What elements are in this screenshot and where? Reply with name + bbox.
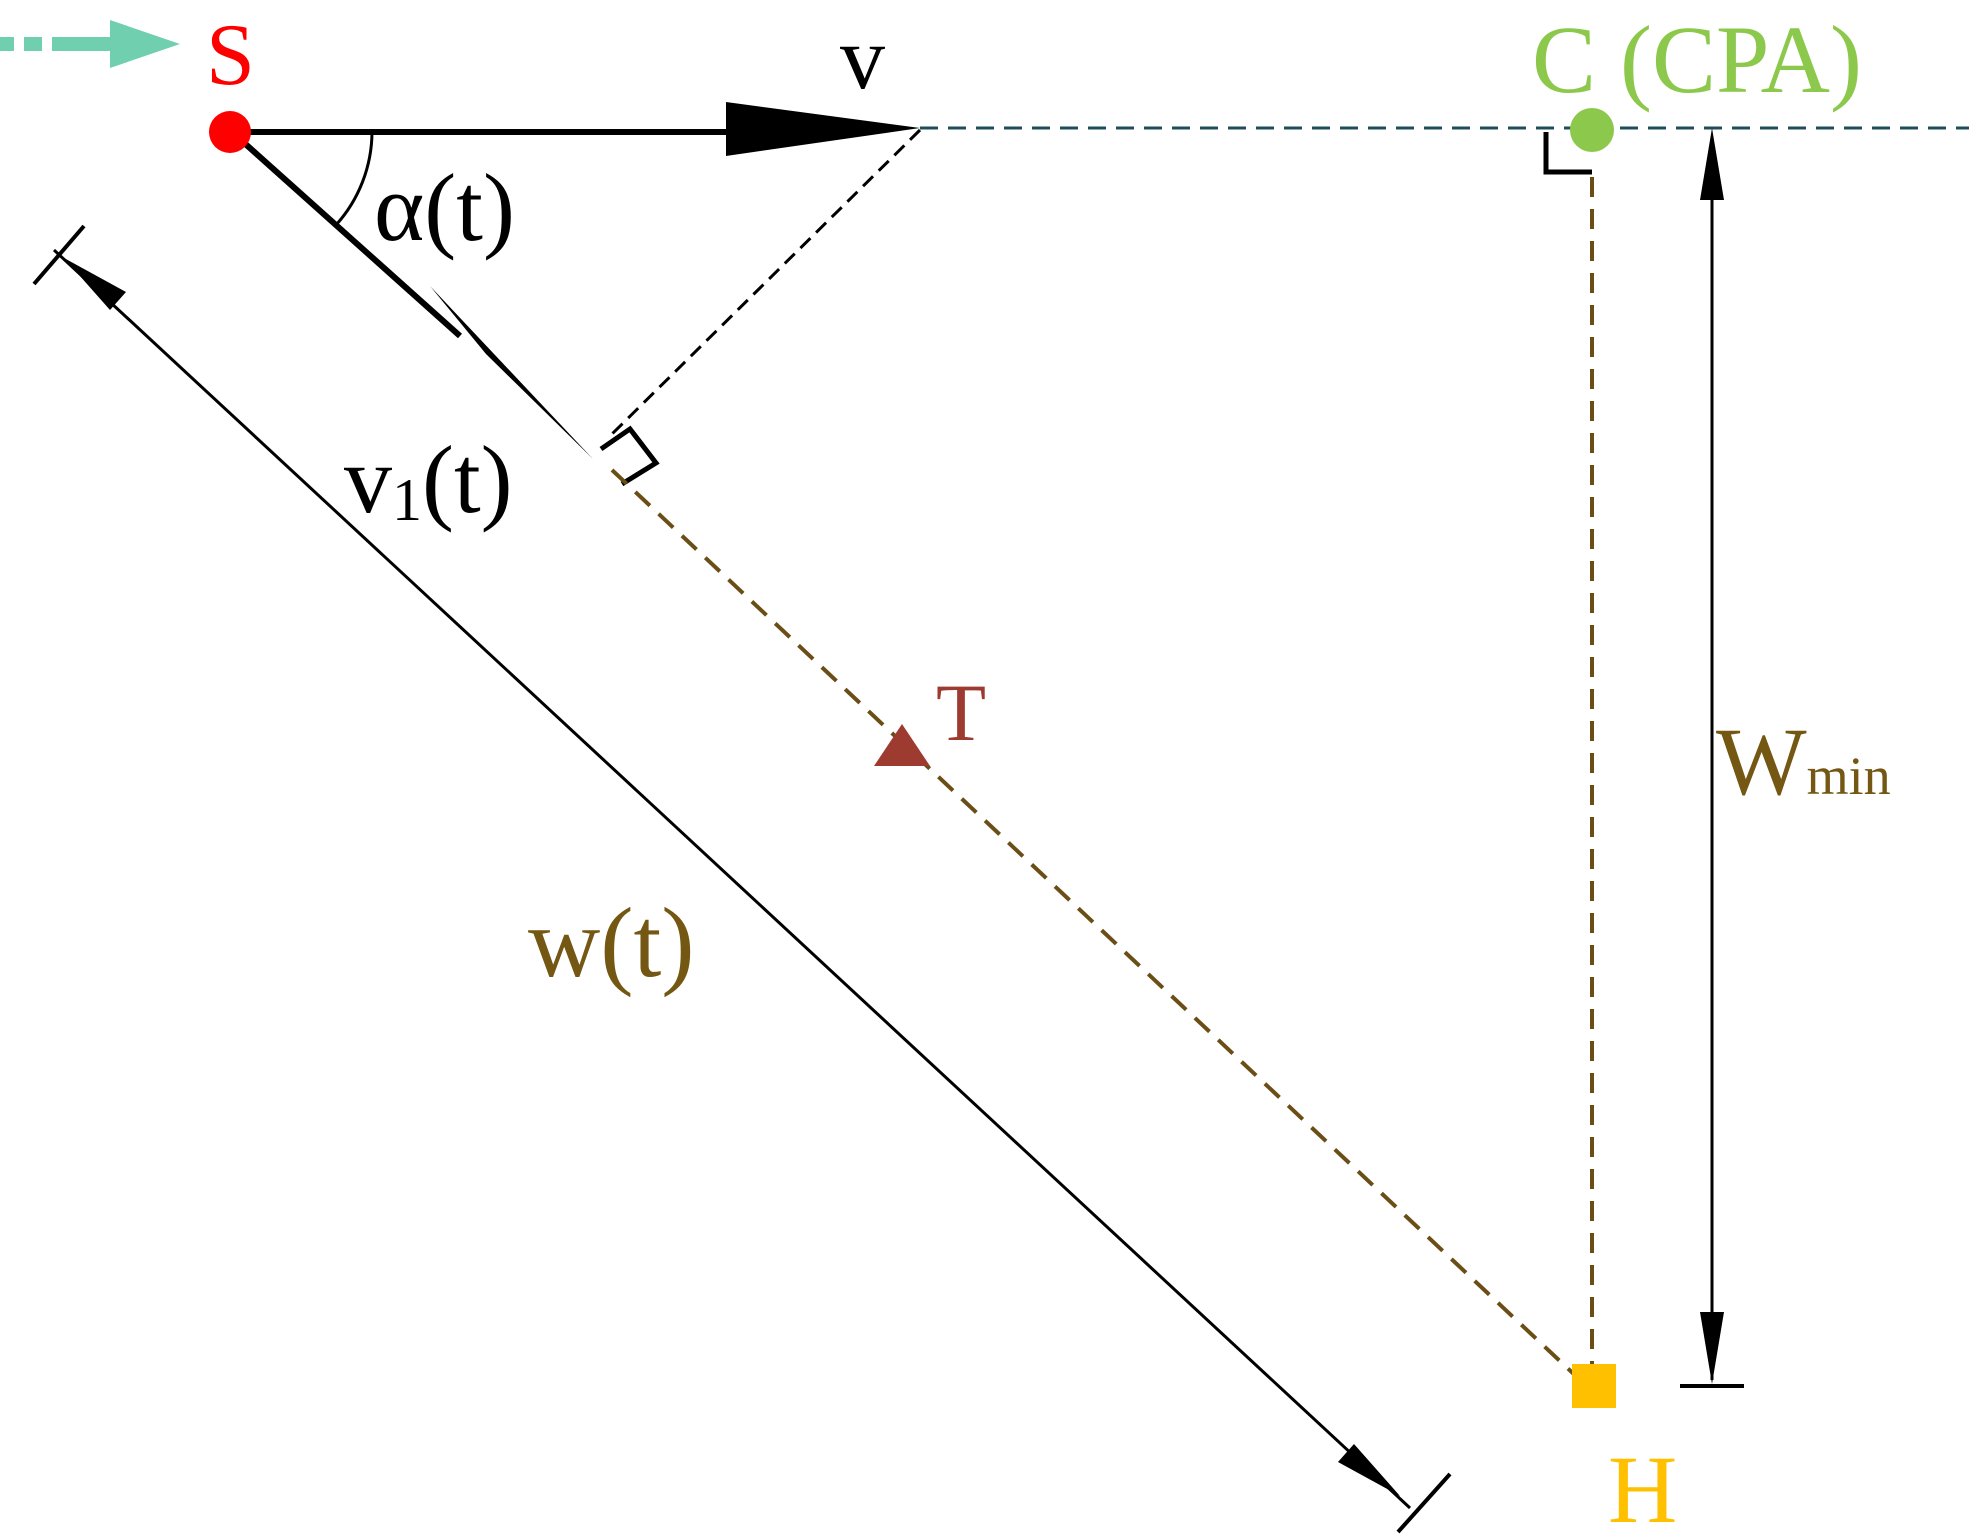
cpa-point	[1570, 108, 1614, 152]
cpa-label: C (CPA)	[1532, 6, 1862, 113]
velocity-vector-arrowhead	[726, 102, 920, 156]
hit-marker	[1572, 1364, 1616, 1408]
target-marker	[874, 724, 930, 766]
v1-vector-arrowhead	[430, 286, 593, 459]
v1-label-main: v	[344, 426, 392, 533]
right-angle-marker-v1	[599, 425, 660, 487]
track-line	[610, 468, 1580, 1380]
distance-label: w(t)	[528, 887, 695, 998]
right-angle-marker-cpa	[1543, 132, 1592, 175]
velocity-label: v	[840, 9, 885, 108]
v1-label-sub: 1	[392, 467, 422, 533]
v1-label: v1(t)	[344, 426, 513, 533]
wmin-label-sub: min	[1807, 746, 1891, 806]
target-label: T	[936, 667, 986, 758]
angle-arc	[334, 131, 374, 227]
source-label: S	[206, 7, 255, 104]
distance-dimension	[32, 224, 1452, 1534]
incoming-direction-arrow	[0, 20, 180, 68]
v1-label-tail: (t)	[422, 426, 513, 533]
wmin-label-main: W	[1716, 708, 1807, 815]
hit-label: H	[1608, 1436, 1677, 1538]
angle-label: α(t)	[374, 154, 515, 261]
source-point	[209, 111, 251, 153]
projection-line	[610, 128, 922, 436]
wmin-dimension	[1680, 128, 1744, 1388]
v1-vector-line	[229, 129, 463, 339]
wmin-label: Wmin	[1716, 708, 1891, 815]
